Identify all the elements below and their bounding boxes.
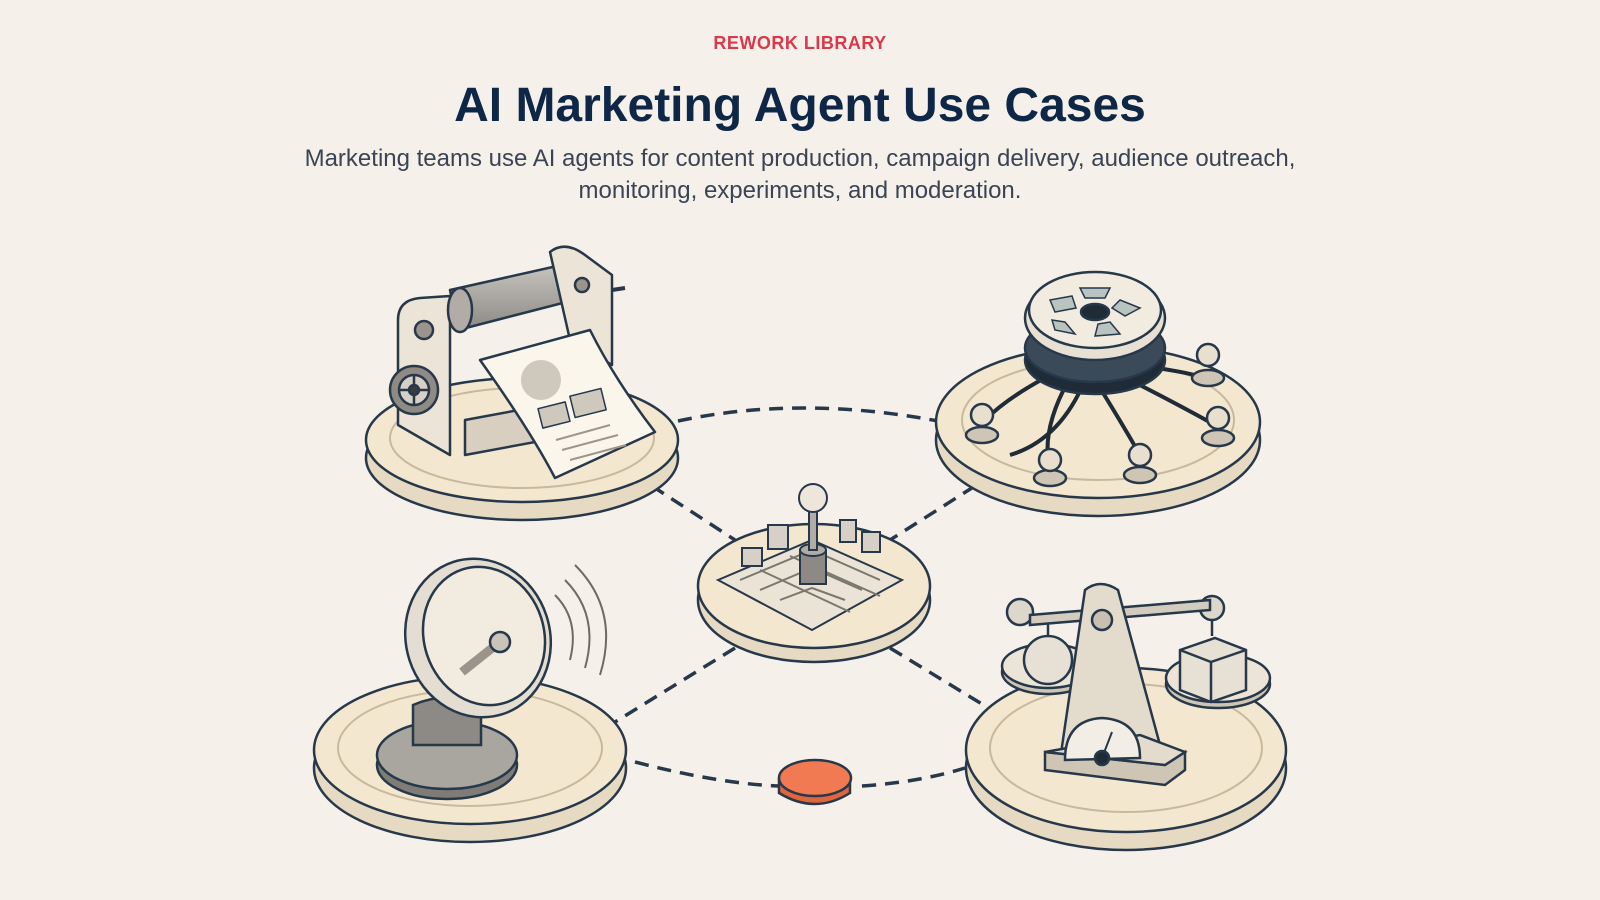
- connector-hub-press: [651, 484, 736, 542]
- film-reel-node: [934, 270, 1262, 518]
- film-reel-icon: [964, 270, 1236, 488]
- balance-scale-icon: [1000, 582, 1272, 787]
- satellite-dish-node: [312, 557, 628, 844]
- connector-bottom-left: [634, 760, 781, 788]
- connector-bottom-right: [861, 766, 966, 788]
- connector-hub-dish: [614, 646, 736, 724]
- page-subtitle: Marketing teams use AI agents for conten…: [304, 145, 1296, 204]
- connector-hub-scale: [889, 646, 996, 714]
- satellite-dish-icon: [375, 557, 608, 801]
- connector-top: [677, 406, 939, 423]
- eyebrow-label: REWORK LIBRARY: [713, 33, 887, 53]
- balance-scale-node: [964, 582, 1288, 852]
- connector-lines: [614, 406, 996, 788]
- printing-press-node: [364, 245, 680, 522]
- printing-press-icon: [388, 245, 657, 480]
- page-title: AI Marketing Agent Use Cases: [454, 79, 1146, 132]
- hub-town-map-node: [696, 483, 932, 664]
- connector-hub-reel: [889, 484, 976, 542]
- orange-puck-node: [777, 758, 853, 806]
- town-map-icon: [715, 483, 905, 632]
